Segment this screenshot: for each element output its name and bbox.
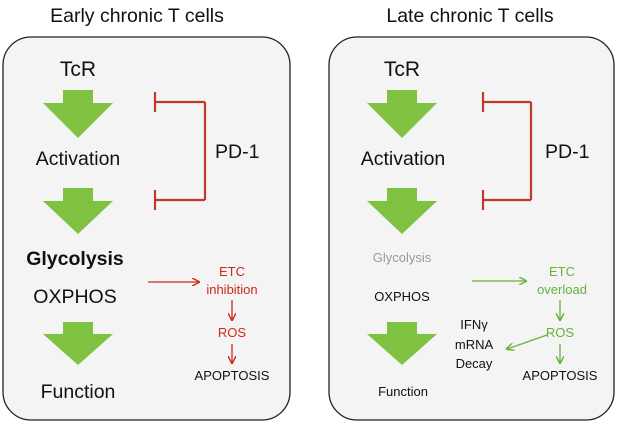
right-pd1-label: PD-1 [545,141,589,163]
right-ros-label: ROS [546,325,575,340]
right-mrna-label: mRNA [455,337,494,352]
left-pd1-label: PD-1 [215,141,259,163]
right-green-arrow-2 [367,188,437,234]
left-ros-label: ROS [218,325,247,340]
right-panel-title: Late chronic T cells [386,5,554,27]
left-activation-label: Activation [36,148,121,170]
left-tcr-label: TcR [60,58,96,81]
left-green-arrow-3 [43,322,113,365]
right-glycolysis-label: Glycolysis [373,250,432,265]
right-apoptosis-label: APOPTOSIS [523,368,598,383]
right-ifn-gamma-label: IFNγ [460,317,488,332]
right-activation-label: Activation [361,148,446,170]
left-apoptosis-label: APOPTOSIS [195,368,270,383]
right-etc-label: ETC [549,264,575,279]
left-glycolysis-label: Glycolysis [26,248,124,270]
left-green-arrow-1 [43,90,113,138]
right-function-label: Function [378,384,428,399]
right-tcr-label: TcR [384,58,420,81]
left-etc-label: ETC [219,264,245,279]
left-green-arrow-2 [43,188,113,234]
left-panel-title: Early chronic T cells [50,5,224,27]
left-etc-inhibition-label: inhibition [206,282,257,297]
right-etc-overload-label: overload [537,282,587,297]
right-ros-to-mrna-decay-arrow [507,334,548,349]
right-pd1-inhibition-bracket [481,92,533,210]
right-decay-label: Decay [456,356,493,371]
right-green-arrow-1 [367,90,437,138]
left-panel-box [2,36,291,421]
left-pd1-inhibition-bracket [153,92,207,210]
right-green-arrow-3 [367,322,437,365]
left-function-label: Function [41,381,116,403]
right-oxphos-label: OXPHOS [374,289,430,304]
left-oxphos-label: OXPHOS [33,286,116,308]
